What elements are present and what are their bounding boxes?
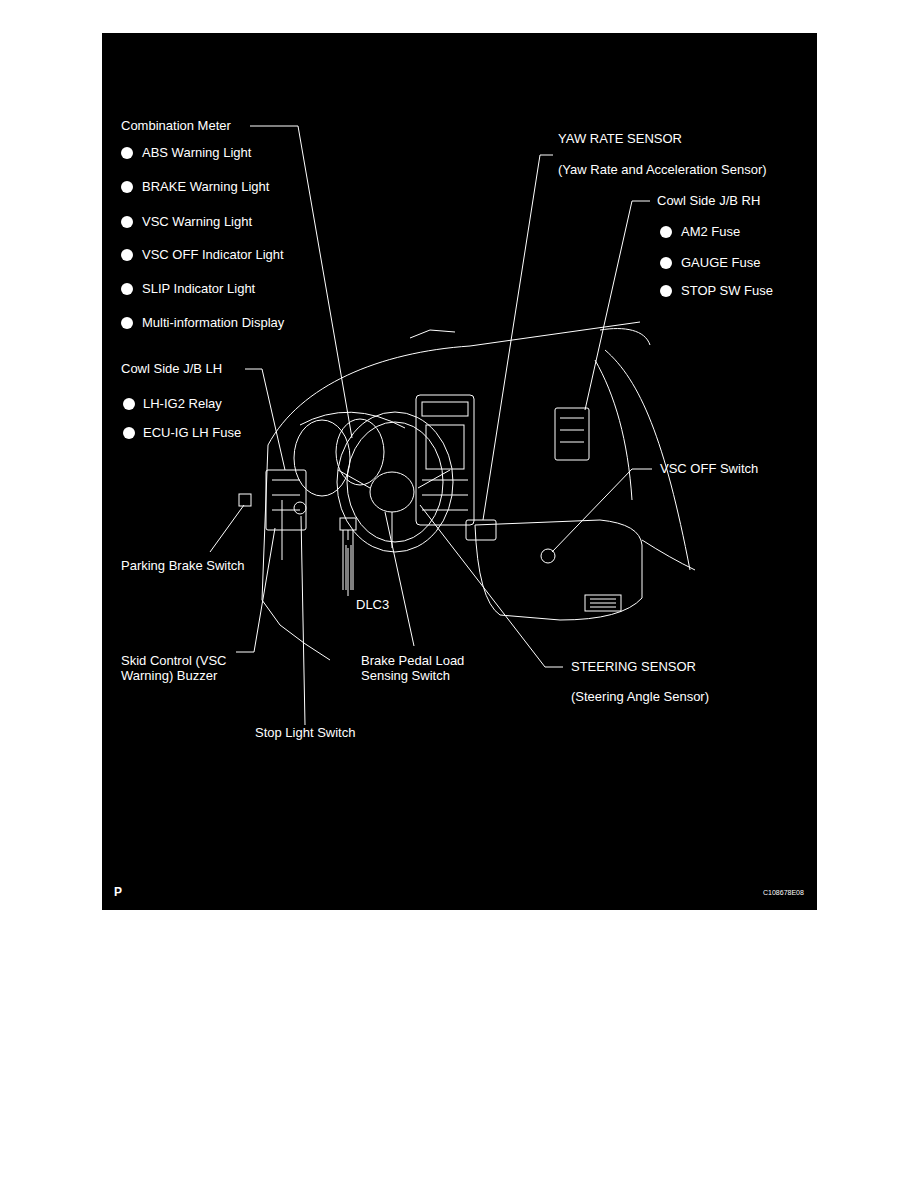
item-label: LH-IG2 Relay — [143, 396, 222, 412]
dashboard-drawing — [280, 625, 330, 660]
leader-line — [236, 528, 275, 652]
leader-line — [420, 505, 563, 667]
part-label: Combination Meter — [121, 118, 231, 134]
dashboard-drawing — [272, 480, 300, 510]
dashboard-drawing — [555, 408, 589, 460]
bullet-dot — [660, 257, 672, 269]
figure-code: C108678E08 — [763, 888, 804, 897]
part-label: Cowl Side J/B RH — [657, 193, 760, 209]
item-label: Multi-information Display — [142, 315, 284, 331]
dashboard-drawing — [294, 502, 306, 514]
dashboard-drawing — [416, 395, 474, 525]
dashboard-drawing — [466, 520, 496, 540]
leader-line — [210, 126, 652, 725]
bullet-dot — [121, 147, 672, 439]
item-label: VSC OFF Indicator Light — [142, 247, 284, 263]
dashboard-drawing — [370, 472, 414, 512]
leader-line — [348, 548, 349, 596]
dashboard-drawing — [590, 599, 616, 607]
dashboard-drawing — [426, 425, 464, 469]
dashboard-drawing — [239, 494, 251, 506]
bullet-dot — [123, 398, 135, 410]
dashboard-drawing — [340, 518, 356, 530]
dashboard-drawing — [422, 402, 468, 416]
dashboard-drawing — [336, 419, 384, 485]
bullet-dot — [121, 216, 133, 228]
part-label: Parking Brake Switch — [121, 558, 245, 574]
leader-line — [250, 126, 352, 438]
leader-line — [245, 369, 285, 470]
part-sublabel: (Yaw Rate and Acceleration Sensor) — [558, 162, 767, 178]
page-mark: P — [114, 885, 122, 900]
dashboard-drawing — [605, 350, 690, 570]
dashboard-drawing — [585, 595, 621, 611]
part-label: Brake Pedal Load Sensing Switch — [361, 653, 475, 683]
dashboard-drawing — [262, 445, 280, 625]
bullet-dot — [121, 147, 133, 159]
dashboard-drawing — [595, 360, 632, 500]
panel-ground — [102, 33, 817, 910]
item-label: SLIP Indicator Light — [142, 281, 255, 297]
dashboard-drawing — [600, 329, 650, 345]
part-label: Skid Control (VSC Warning) Buzzer — [121, 653, 235, 683]
dashboard-drawing — [642, 540, 695, 570]
bullet-dot — [121, 181, 133, 193]
bullet-dot — [121, 283, 133, 295]
dashboard-drawing — [282, 500, 283, 560]
part-label: STEERING SENSOR — [571, 659, 696, 675]
dashboard-drawing — [422, 480, 468, 510]
bullet-dot — [121, 249, 133, 261]
dashboard-drawing — [560, 418, 584, 442]
part-label: DLC3 — [356, 597, 389, 613]
bullet-dot — [660, 226, 672, 238]
leader-line — [585, 201, 650, 410]
item-label: VSC Warning Light — [142, 214, 252, 230]
part-label: VSC OFF Switch — [660, 461, 758, 477]
dashboard-drawing — [268, 322, 640, 445]
bullet-dot — [121, 317, 133, 329]
dashboard-drawing — [239, 322, 695, 660]
item-label: AM2 Fuse — [681, 224, 740, 240]
leader-line — [552, 469, 652, 552]
item-label: ABS Warning Light — [142, 145, 251, 161]
part-sublabel: (Steering Angle Sensor) — [571, 689, 709, 705]
leader-line — [210, 505, 244, 552]
dashboard-drawing — [475, 520, 642, 620]
item-label: GAUGE Fuse — [681, 255, 760, 271]
item-label: BRAKE Warning Light — [142, 179, 269, 195]
leader-line — [385, 512, 414, 646]
item-label: STOP SW Fuse — [681, 283, 773, 299]
bullet-dot — [660, 285, 672, 297]
part-label: Stop Light Switch — [255, 725, 355, 741]
dashboard-drawing — [266, 470, 306, 530]
bullet-dot — [123, 427, 135, 439]
part-label: YAW RATE SENSOR — [558, 131, 682, 147]
leader-line — [301, 516, 305, 725]
part-label: Cowl Side J/B LH — [121, 361, 222, 377]
dashboard-drawing — [410, 330, 455, 338]
item-label: ECU-IG LH Fuse — [143, 425, 241, 441]
leader-line — [483, 155, 553, 520]
dashboard-drawing — [337, 412, 453, 552]
dashboard-drawing — [338, 470, 450, 548]
